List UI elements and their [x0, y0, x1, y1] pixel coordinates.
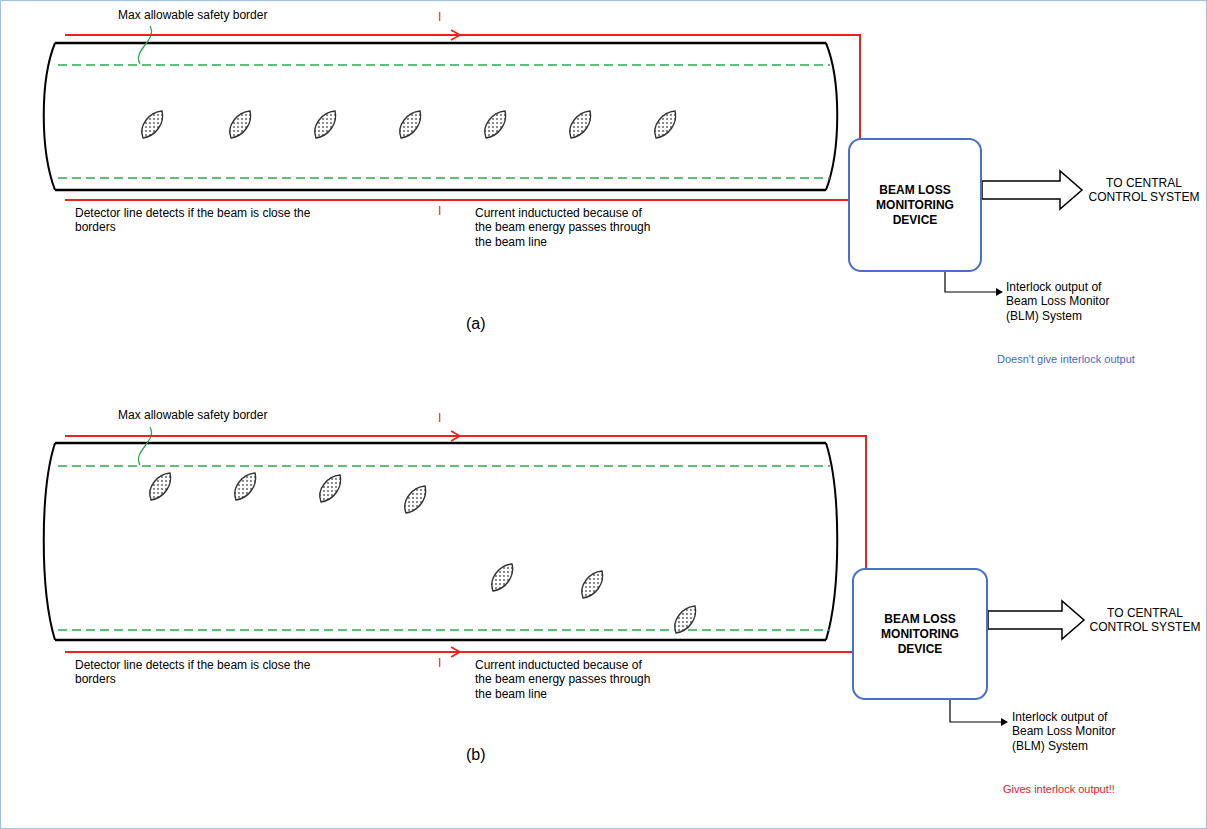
monitor-box: BEAM LOSS MONITORING DEVICE	[852, 568, 988, 700]
beam-particle	[150, 473, 171, 500]
current-arrow	[451, 647, 460, 657]
interlock-wire	[945, 272, 997, 292]
border-label: Max allowable safety border	[118, 408, 338, 422]
beam-particle	[570, 111, 591, 138]
beam-particle	[405, 486, 426, 513]
note-text: Detector line detects if the beam is clo…	[75, 658, 315, 687]
interlock-wire	[950, 700, 1002, 722]
current-arrow	[451, 431, 460, 441]
beam-particle	[485, 111, 506, 138]
beam-particle	[655, 111, 676, 138]
beam-particle	[400, 111, 421, 138]
beam-particle	[315, 111, 336, 138]
panel-b-art	[44, 427, 1084, 726]
arrow-head	[996, 288, 1003, 296]
border-label: Max allowable safety border	[118, 8, 338, 22]
output-label: Interlock output of Beam Loss Monitor (B…	[1006, 280, 1136, 323]
panel-a-art	[44, 26, 1082, 296]
note-text: Current inductucted because of the beam …	[475, 206, 655, 249]
safety-border	[58, 629, 830, 630]
output-arrow	[982, 171, 1082, 209]
destination-label: TO CENTRAL CONTROL SYSTEM	[1086, 176, 1202, 205]
beam-particle	[492, 564, 513, 591]
output-arrow	[988, 601, 1084, 639]
leader-line	[138, 26, 151, 64]
detector-line	[65, 199, 849, 201]
note-text: Detector line detects if the beam is clo…	[75, 206, 315, 235]
panel-label: (b)	[466, 745, 506, 764]
beam-particle	[235, 473, 256, 500]
beam-particle	[675, 606, 696, 633]
safety-border	[58, 177, 830, 178]
pipe-end	[826, 43, 837, 190]
monitor-box: BEAM LOSS MONITORING DEVICE	[848, 138, 982, 272]
panel-label: (a)	[466, 314, 506, 333]
note-text: Current inductucted because of the beam …	[475, 658, 655, 701]
detector-line	[65, 35, 860, 139]
current-arrow	[451, 30, 460, 40]
current-symbol: I	[438, 411, 450, 425]
arrow-head	[1001, 718, 1008, 726]
pipe-end	[826, 443, 837, 640]
beam-particle	[582, 571, 603, 598]
current-symbol: I	[438, 656, 450, 670]
output-label: Interlock output of Beam Loss Monitor (B…	[1012, 710, 1142, 753]
box-content: BEAM LOSS MONITORING DEVICE	[858, 183, 972, 228]
pipe-end	[44, 43, 55, 190]
status-text: Gives interlock output!!	[1003, 783, 1193, 796]
current-symbol: I	[438, 204, 450, 218]
box-title: BEAM LOSS MONITORING DEVICE	[862, 612, 978, 657]
leader-line	[138, 427, 151, 465]
beam-pipe	[55, 443, 826, 640]
current-symbol: I	[438, 10, 450, 24]
status-text: Doesn't give interlock output	[997, 353, 1197, 366]
destination-label: TO CENTRAL CONTROL SYSTEM	[1088, 606, 1202, 635]
beam-particle	[230, 111, 251, 138]
beam-particle	[320, 475, 341, 502]
safety-border	[58, 64, 830, 65]
safety-border	[58, 465, 830, 466]
beam-particle	[142, 111, 163, 138]
detector-line	[65, 436, 866, 569]
pipe-end	[44, 443, 55, 640]
box-content: BEAM LOSS MONITORING DEVICE	[862, 612, 978, 657]
box-title: BEAM LOSS MONITORING DEVICE	[858, 183, 972, 228]
